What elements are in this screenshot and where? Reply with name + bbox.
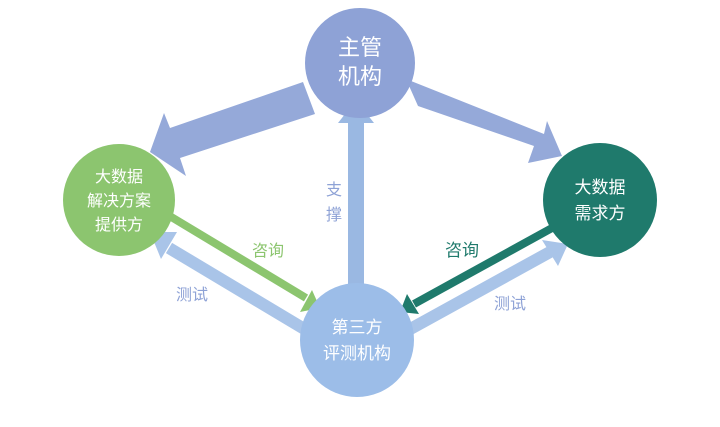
regulator-node: 主管 机构 [305, 8, 415, 118]
demand-label-line-2: 需求方 [575, 204, 626, 224]
regulator-to-demand-arrow [406, 79, 562, 163]
demand-circle [543, 143, 657, 257]
provider-label-line-3: 提供方 [95, 215, 143, 234]
evaluator-to-provider-test-line [165, 242, 320, 342]
provider-circle [63, 144, 175, 256]
provider-label-line-2: 解决方案 [87, 191, 151, 210]
provider-test-label: 测试 [176, 285, 208, 304]
evaluator-circle [300, 283, 414, 397]
demand-consult-label: 咨询 [445, 241, 479, 261]
provider-label-line-1: 大数据 [95, 167, 143, 186]
regulator-label-line-2: 机构 [338, 65, 382, 90]
evaluator-to-regulator-arrow [338, 100, 374, 288]
demand-to-evaluator-consult-line [412, 224, 554, 308]
provider-consult-label: 咨询 [252, 241, 284, 260]
regulator-to-provider-arrow [150, 82, 315, 176]
demand-label-line-1: 大数据 [575, 178, 626, 198]
provider-to-evaluator-consult-line [165, 211, 309, 302]
evaluator-node: 第三方 评测机构 [300, 283, 414, 397]
demand-test-label: 测试 [494, 294, 526, 313]
support-label-char-2: 撑 [326, 205, 342, 224]
evaluator-label-line-2: 评测机构 [323, 344, 391, 364]
regulator-label-line-1: 主管 [338, 36, 382, 61]
evaluator-label-line-1: 第三方 [332, 318, 383, 338]
demand-node: 大数据 需求方 [543, 143, 657, 257]
regulator-circle [305, 8, 415, 118]
support-label-char-1: 支 [326, 180, 342, 199]
evaluator-to-demand-test-line [391, 246, 553, 344]
evaluator-to-demand-test-arrowhead [542, 240, 568, 266]
provider-node: 大数据 解决方案 提供方 [63, 144, 175, 256]
